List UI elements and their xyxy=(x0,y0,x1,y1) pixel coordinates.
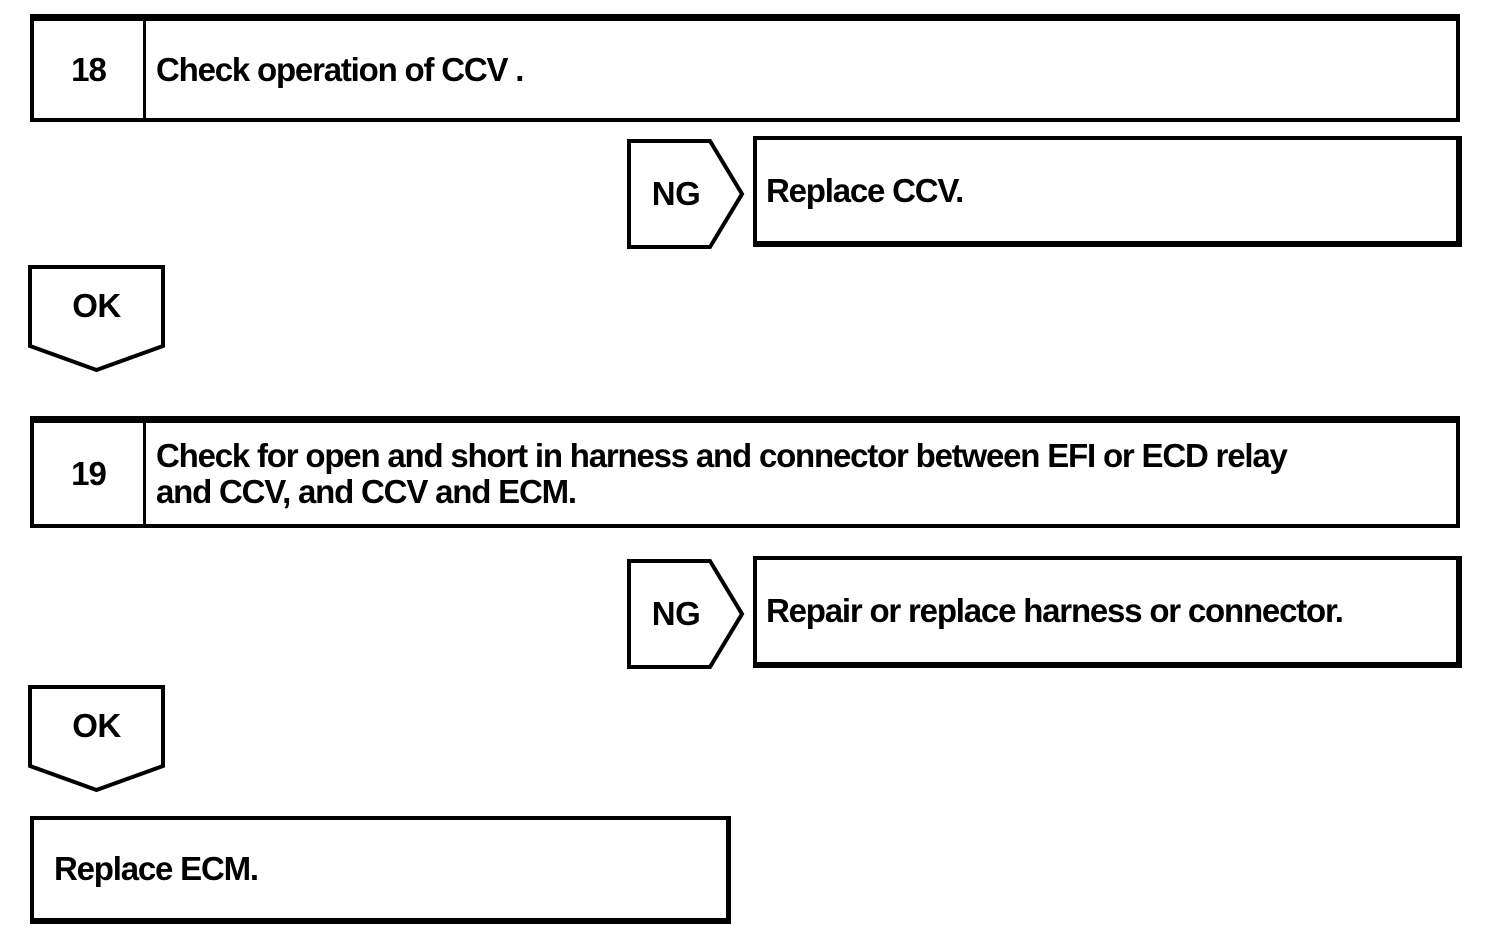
ng-arrow-icon xyxy=(627,139,745,249)
ok-pentagon-1: OK xyxy=(28,265,165,373)
ng-label: NG xyxy=(651,595,701,632)
ok-label: OK xyxy=(72,287,121,324)
final-action-text: Replace ECM. xyxy=(54,850,259,887)
step-18-instruction: Check operation of CCV . xyxy=(156,50,524,88)
ok-pentagon-2: OK xyxy=(28,685,165,793)
ng-pentagon-2: NG xyxy=(627,559,745,669)
ok-label: OK xyxy=(72,707,121,744)
ng-label: NG xyxy=(651,175,701,212)
step-19-number: 19 xyxy=(34,423,146,524)
ok-arrow-icon xyxy=(28,265,165,373)
ng-arrow-icon xyxy=(627,559,745,669)
ng-action-box-1: Replace CCV. xyxy=(753,136,1462,247)
step-19-instruction: Check for open and short in harness and … xyxy=(156,436,1288,510)
step-18-number: 18 xyxy=(34,21,146,118)
ng-action-box-2: Repair or replace harness or connector. xyxy=(753,556,1462,668)
final-action-box: Replace ECM. xyxy=(30,816,731,924)
ok-arrow-icon xyxy=(28,685,165,793)
ng-pentagon-1: NG xyxy=(627,139,745,249)
ng-action-text: Repair or replace harness or connector. xyxy=(766,592,1344,629)
step-19-box: 19 Check for open and short in harness a… xyxy=(30,416,1460,528)
ng-action-text: Replace CCV. xyxy=(766,171,964,209)
step-18-box: 18 Check operation of CCV . xyxy=(30,14,1460,122)
